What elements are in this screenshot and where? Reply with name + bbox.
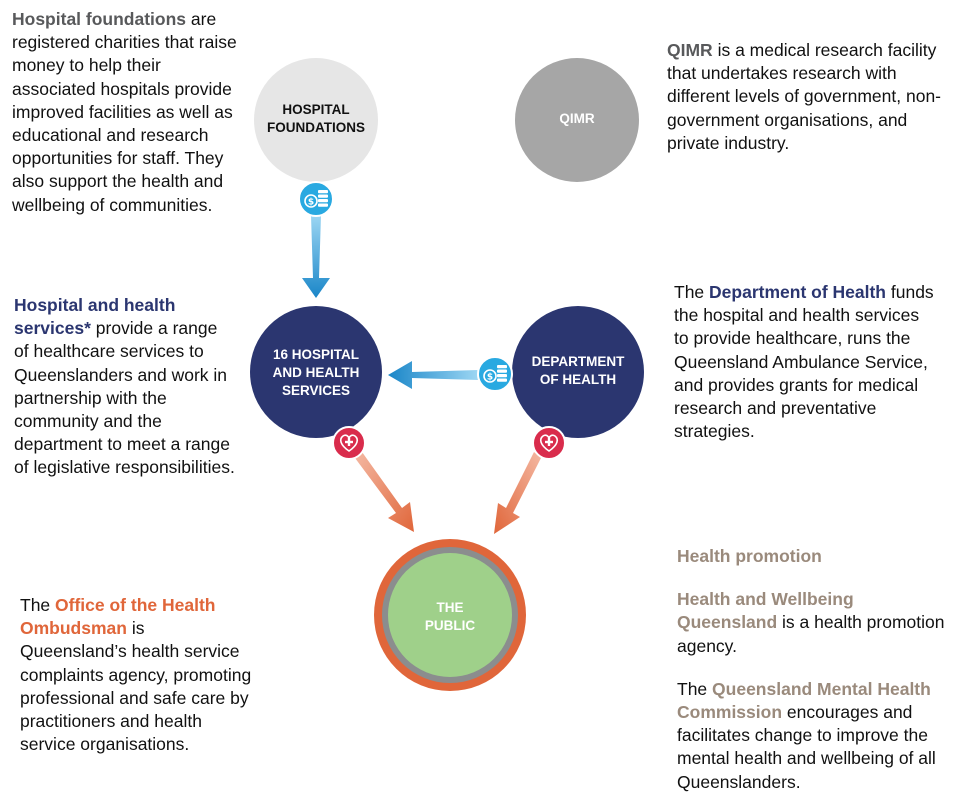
health-promotion-section: Health promotion Health and Wellbeing Qu…: [677, 545, 952, 794]
label-line: PUBLIC: [424, 618, 476, 633]
ombudsman-prefix: The: [20, 595, 56, 615]
label-line: SERVICES: [281, 383, 351, 398]
spacer: [677, 568, 952, 588]
hospital-health-services-highlight: Hospital and health services*: [14, 295, 176, 339]
hospital-foundations-label: HOSPITAL FOUNDATIONS: [256, 101, 376, 137]
qimr-highlight: QIMR: [667, 40, 713, 60]
money-coins-icon: $: [298, 181, 334, 217]
money-coins-icon: $: [477, 356, 513, 392]
hospital-health-services-description: Hospital and health services* provide a …: [14, 294, 236, 480]
hospital-foundations-description: Hospital foundations are registered char…: [12, 8, 240, 217]
hwq-paragraph: Health and Wellbeing Queensland is a hea…: [677, 588, 952, 658]
service-arrow-hhs-to-public: [355, 452, 414, 532]
hospital-foundations-highlight: Hospital foundations: [12, 9, 187, 29]
hospital-health-services-label: 16 HOSPITAL AND HEALTH SERVICES: [251, 346, 381, 400]
label-line: 16 HOSPITAL: [272, 347, 360, 362]
funding-arrow-down: [302, 215, 330, 298]
health-promotion-heading: Health promotion: [677, 546, 822, 566]
label-line: THE: [436, 600, 464, 615]
ombudsman-body: is Queensland’s health service complaint…: [20, 618, 252, 755]
department-of-health-prefix: The: [674, 282, 710, 302]
department-of-health-label: DEPARTMENT OF HEALTH: [518, 353, 638, 389]
spacer: [677, 658, 952, 678]
heart-cross-icon: [332, 426, 366, 460]
department-of-health-description: The Department of Health funds the hospi…: [674, 281, 936, 443]
qimr-description: QIMR is a medical research facility that…: [667, 39, 942, 155]
qmhc-paragraph: The Queensland Mental Health Commission …: [677, 678, 952, 794]
qimr-circle: [515, 58, 639, 182]
service-arrow-doh-to-public: [494, 452, 541, 534]
hwq-body: is a health promotion agency.: [677, 612, 945, 656]
qimr-label: QIMR: [517, 110, 637, 128]
the-public-label: THE PUBLIC: [400, 599, 500, 635]
hospital-health-services-circle: [250, 306, 382, 438]
svg-text:$: $: [308, 198, 314, 208]
funding-arrow-left: [388, 361, 478, 389]
the-public-circle: [388, 553, 512, 677]
qmhc-prefix: The: [677, 678, 713, 699]
ombudsman-description: The Office of the Health Ombudsman is Qu…: [20, 594, 252, 756]
label-line: FOUNDATIONS: [267, 120, 365, 135]
ombudsman-highlight: Office of the Health Ombudsman: [20, 595, 216, 639]
department-of-health-highlight: Department of Health: [709, 282, 886, 302]
department-of-health-body: funds the hospital and health services t…: [674, 282, 934, 442]
qmhc-highlight: Queensland Mental Health Commission: [677, 678, 931, 723]
label-line: QIMR: [559, 111, 595, 126]
qimr-body: is a medical research facility that unde…: [667, 40, 942, 153]
label-line: AND HEALTH: [272, 365, 360, 380]
department-of-health-circle: [512, 306, 644, 438]
qmhc-body: encourages and facilitates change to imp…: [677, 702, 936, 792]
label-line: HOSPITAL: [282, 102, 350, 117]
label-line: OF HEALTH: [539, 372, 617, 387]
hospital-foundations-body: are registered charities that raise mone…: [12, 9, 237, 215]
hospital-health-services-body: provide a range of healthcare services t…: [14, 318, 235, 478]
heart-cross-icon: [532, 426, 566, 460]
hwq-highlight: Health and Wellbeing Queensland: [677, 589, 854, 633]
svg-text:$: $: [487, 373, 493, 383]
hospital-foundations-circle: [254, 58, 378, 182]
label-line: DEPARTMENT: [531, 354, 625, 369]
